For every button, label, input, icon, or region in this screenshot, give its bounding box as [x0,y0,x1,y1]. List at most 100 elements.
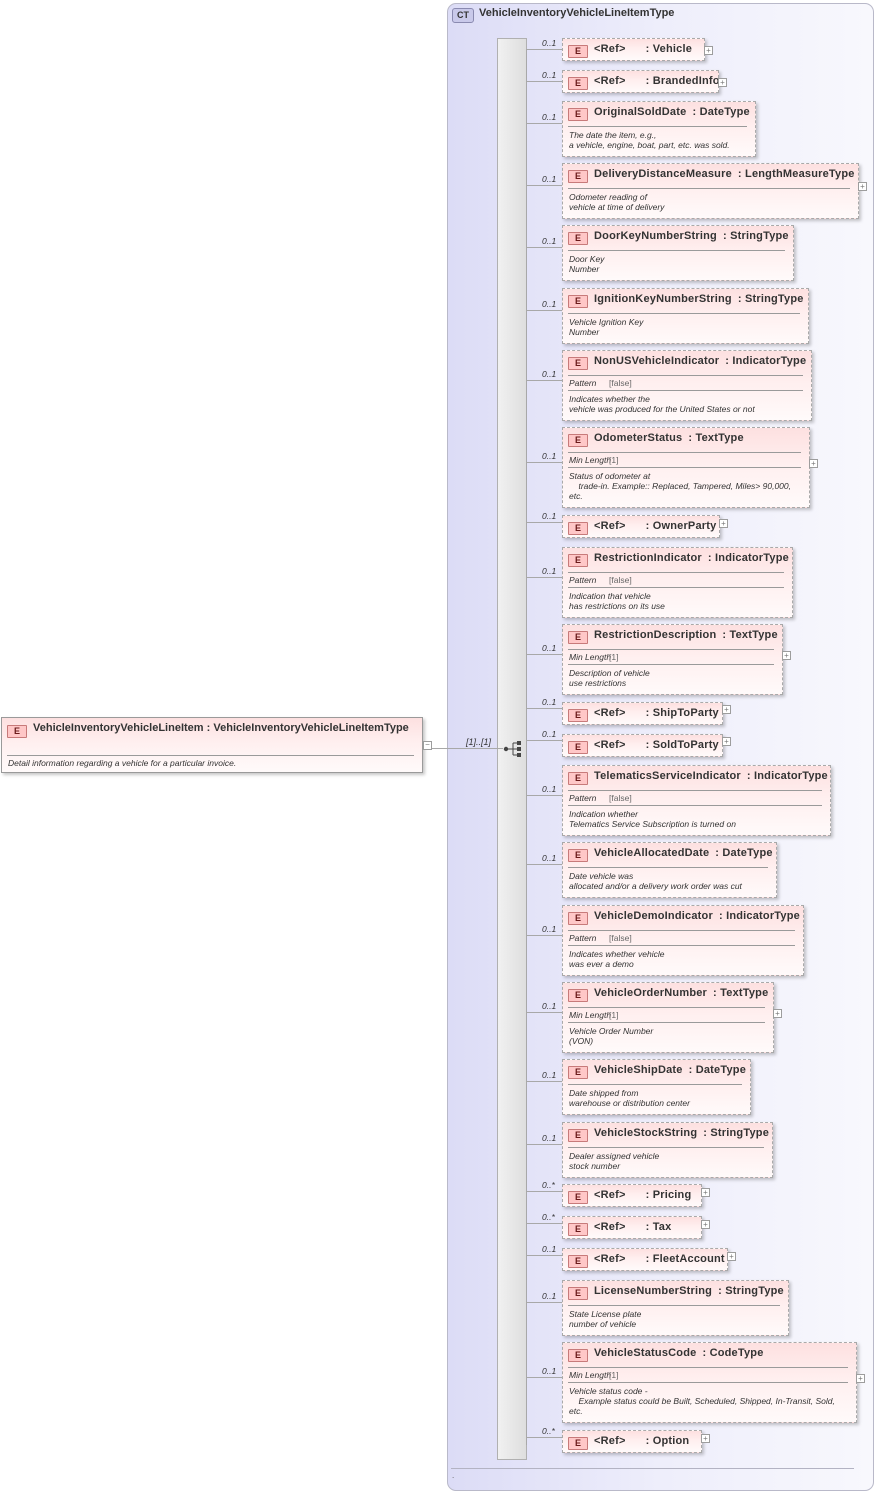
element-card-ref-soldtoparty[interactable]: E<Ref>: SoldToParty [562,734,723,757]
child-multiplicity: 0..1 [542,643,557,653]
expand-toggle[interactable]: + [782,651,791,660]
child-multiplicity: 0..1 [542,236,557,246]
expand-toggle[interactable]: + [722,705,731,714]
element-badge: E [568,295,588,308]
element-documentation: Vehicle Order Number (VON) [569,1026,654,1046]
child-multiplicity: 0..1 [542,697,557,707]
element-documentation: Status of odometer at trade-in. Example:… [569,471,791,501]
expand-toggle[interactable]: + [719,519,728,528]
element-type: : IndicatorType [747,770,828,782]
element-badge: E [568,434,588,447]
type-separator: : [737,293,745,305]
expand-toggle[interactable]: + [727,1252,736,1261]
type-separator: : [702,1347,710,1359]
element-name: VehicleDemoIndicator [594,910,713,922]
child-multiplicity: 0..1 [542,1244,557,1254]
child-connector [526,522,562,523]
ct-badge: CT [452,8,474,23]
child-multiplicity: 0..1 [542,729,557,739]
child-connector [526,1437,562,1438]
root-documentation: Detail information regarding a vehicle f… [8,758,237,768]
element-card-ref-brandedinfo[interactable]: E<Ref>: BrandedInfo [562,70,719,93]
element-badge: E [568,77,588,90]
expand-toggle[interactable]: + [809,459,818,468]
element-badge: E [568,1255,588,1268]
child-connector [526,123,562,124]
card-divider [568,250,785,251]
child-multiplicity: 0..1 [542,174,557,184]
element-card-ref-pricing[interactable]: E<Ref>: Pricing [562,1184,702,1207]
card-divider [568,375,803,376]
element-type-value: Vehicle [652,43,693,55]
card-divider [568,1367,848,1368]
element-name: VehicleAllocatedDate [594,847,710,859]
element-card-ref-vehicle[interactable]: E<Ref>: Vehicle [562,38,705,61]
type-separator: : [645,75,653,87]
element-name: OriginalSoldDate [594,106,687,118]
type-separator: : [746,770,754,782]
type-separator: : [688,432,696,444]
child-connector [526,185,562,186]
element-name: VehicleStockString [594,1127,698,1139]
element-documentation: Date vehicle was allocated and/or a deli… [569,871,742,891]
element-badge: E [568,989,588,1002]
collapse-toggle[interactable]: − [423,741,432,750]
facet-label: Min Length [569,1370,612,1380]
card-divider [568,867,768,868]
expand-toggle[interactable]: + [701,1188,710,1197]
element-badge: E [568,232,588,245]
element-type: : IndicatorType [725,355,806,367]
card-divider [568,390,803,391]
element-card-ref-ownerparty[interactable]: E<Ref>: OwnerParty [562,515,720,538]
element-type: : StringType [703,1127,769,1139]
element-badge: E [7,725,27,738]
element-type-value: LengthMeasureType [745,168,855,180]
card-divider [568,1022,765,1023]
facet-label: Min Length [569,1010,612,1020]
element-type-value: StringType [730,230,789,242]
facet-label: Pattern [569,793,597,803]
expand-toggle[interactable]: + [856,1374,865,1383]
type-separator: : [645,1189,653,1201]
child-connector [526,654,562,655]
element-card-ref-shiptoparty[interactable]: E<Ref>: ShipToParty [562,702,723,725]
root-element-card[interactable]: E VehicleInventoryVehicleLineItem : Vehi… [1,717,423,773]
expand-toggle[interactable]: + [718,78,727,87]
element-documentation: Description of vehicle use restrictions [569,668,650,688]
expand-toggle[interactable]: + [701,1434,710,1443]
element-card-ref-fleetaccount[interactable]: E<Ref>: FleetAccount [562,1248,728,1271]
child-multiplicity: 0..1 [542,451,557,461]
child-multiplicity: 0..* [542,1180,555,1190]
element-card-ref-tax[interactable]: E<Ref>: Tax [562,1216,702,1239]
element-card-ref-option[interactable]: E<Ref>: Option [562,1430,702,1453]
child-connector [526,310,562,311]
expand-toggle[interactable]: + [773,1009,782,1018]
card-divider [568,930,795,931]
element-documentation: Indication whether Telematics Service Su… [569,809,736,829]
element-type-value: StringType [710,1127,770,1139]
expand-toggle[interactable]: + [704,46,713,55]
expand-toggle[interactable]: + [722,737,731,746]
expand-toggle[interactable]: + [858,182,867,191]
expand-toggle[interactable]: + [701,1220,710,1229]
facet-value: [1] [609,1010,619,1020]
element-type: : FleetAccount [646,1253,725,1265]
facet-value: [false] [609,378,632,388]
complex-type-title: VehicleInventoryVehicleLineItemType [479,7,675,19]
